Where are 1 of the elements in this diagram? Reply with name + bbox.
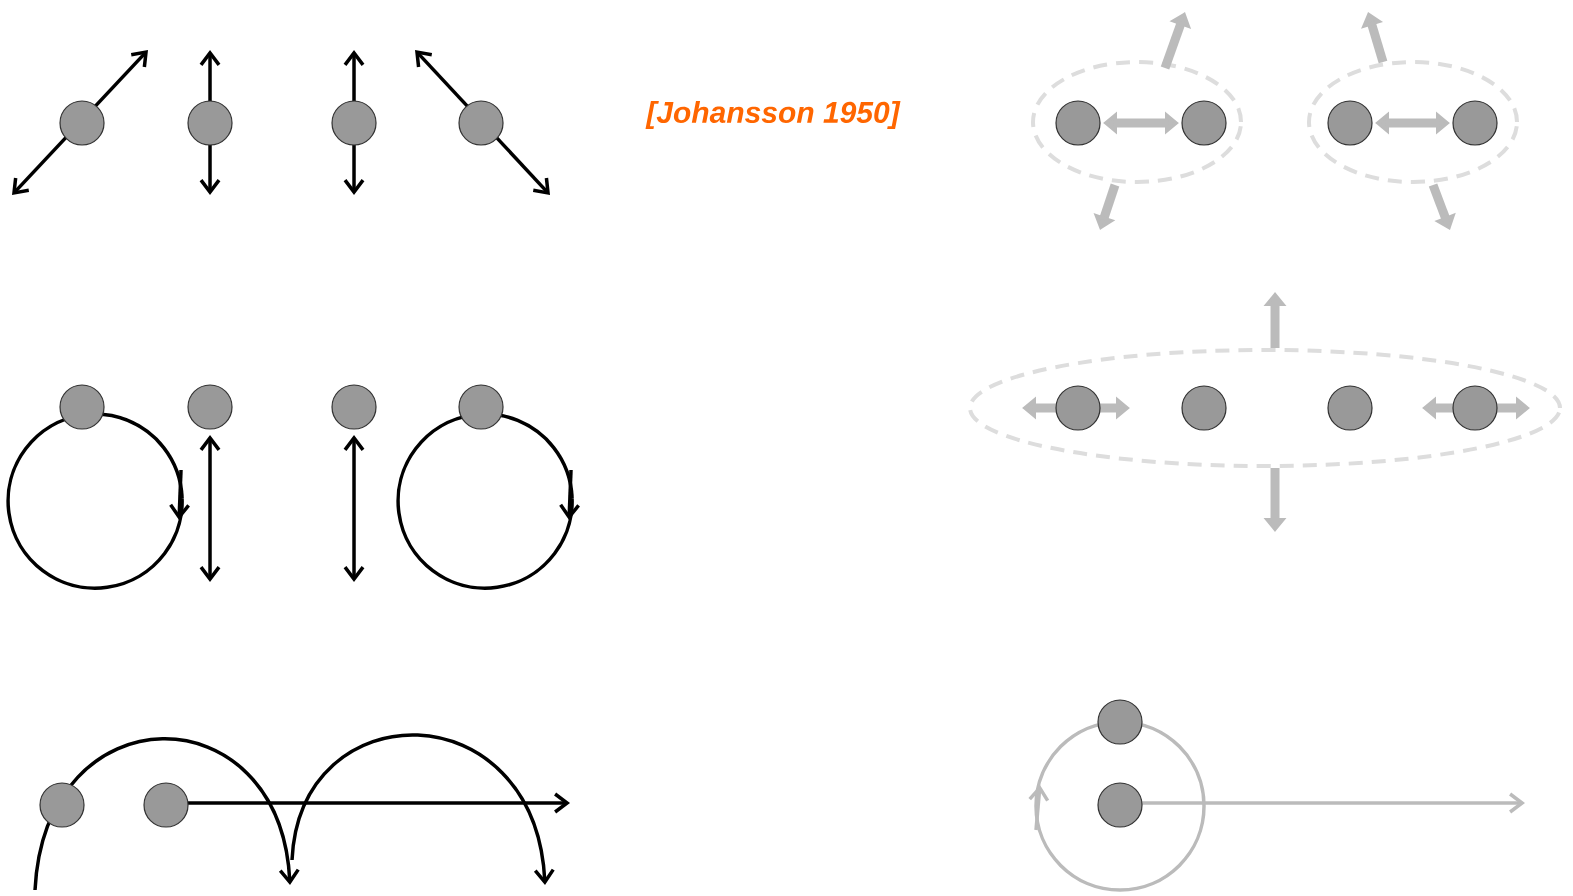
citation-label: [Johansson 1950] bbox=[645, 101, 901, 129]
